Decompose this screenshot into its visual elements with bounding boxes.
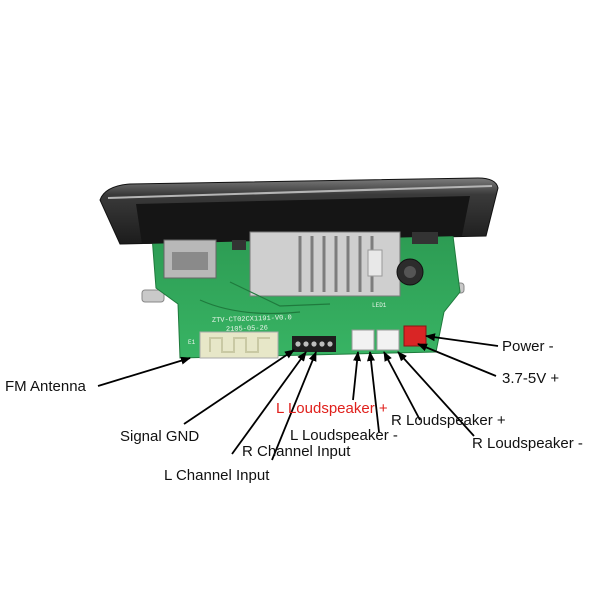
arrow-l-channel-input xyxy=(271,351,317,461)
arrow-l-speaker-plus xyxy=(352,351,362,401)
arrow-r-channel-input xyxy=(231,351,307,455)
label-l-speaker-minus: L Loudspeaker - xyxy=(290,427,398,444)
arrow-l-speaker-minus xyxy=(367,351,380,433)
label-r-speaker-plus: R Loudspeaker + xyxy=(391,412,506,429)
ic-chip-2 xyxy=(412,232,438,244)
front-panel-top-edge xyxy=(107,185,493,199)
label-l-speaker-plus: L Loudspeaker + xyxy=(276,400,388,417)
arrow-r-speaker-minus xyxy=(397,351,475,437)
arrow-power-minus xyxy=(425,333,499,347)
board-date-text: 2105-05-26 xyxy=(226,325,268,334)
label-l-channel-input: L Channel Input xyxy=(164,467,270,484)
sd-slot-notch xyxy=(367,249,383,277)
arrow-power-plus xyxy=(417,343,497,377)
label-signal-gnd: Signal GND xyxy=(120,428,200,445)
sd-slot-pins xyxy=(298,236,374,292)
ic-chip xyxy=(232,240,246,250)
bluetooth-antenna-area xyxy=(199,331,279,359)
label-r-channel-input: R Channel Input xyxy=(242,443,351,460)
usb-port-inner xyxy=(172,252,208,270)
label-r-speaker-minus: R Loudspeaker - xyxy=(472,435,583,452)
board-led-text: LED1 xyxy=(372,302,387,309)
arrow-r-speaker-plus xyxy=(383,351,421,421)
leader-lines xyxy=(97,333,499,461)
board-model-text: ZTV-CT02CX1191-V0.0 xyxy=(212,314,292,325)
connector-left-speaker xyxy=(351,329,375,351)
connector-right-speaker xyxy=(376,329,400,351)
label-power-plus: 3.7-5V + xyxy=(502,370,560,387)
label-fm-antenna: FM Antenna xyxy=(5,378,86,395)
header-pins xyxy=(295,341,333,347)
board-e1-text: E1 xyxy=(188,339,196,346)
label-power-minus: Power - xyxy=(502,338,554,355)
arrow-signal-gnd xyxy=(183,349,295,425)
mounting-tab-left xyxy=(141,289,165,303)
connector-power xyxy=(403,325,427,347)
arrow-fm-antenna xyxy=(97,356,191,387)
